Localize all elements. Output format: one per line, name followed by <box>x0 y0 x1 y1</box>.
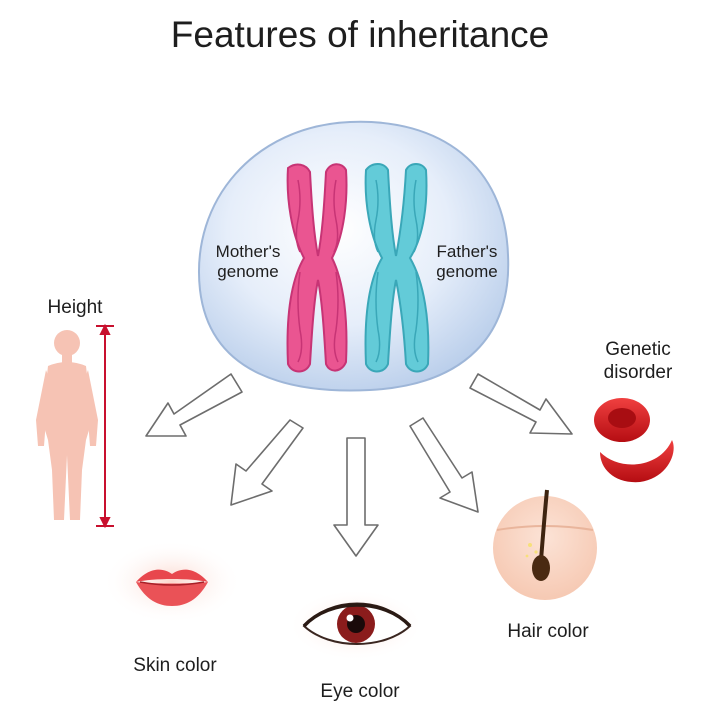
genetic-disorder-label: Genetic disorder <box>603 339 673 383</box>
arrow-to-height <box>145 373 243 437</box>
page-title: Features of inheritance <box>170 14 550 55</box>
arrow-to-eye <box>333 437 379 557</box>
eye-color-label: Eye color <box>320 681 400 702</box>
hair-color-label: Hair color <box>507 621 589 642</box>
mother-genome-label: Mother's genome <box>215 242 281 281</box>
height-measure-line <box>96 323 114 529</box>
skin-color-label: Skin color <box>133 655 217 676</box>
mother-chromosome <box>286 163 348 373</box>
father-chromosome <box>364 163 430 373</box>
height-label: Height <box>47 297 103 318</box>
cell <box>198 120 510 392</box>
eye-icon <box>288 589 424 661</box>
body-silhouette <box>36 330 98 520</box>
father-genome-label: Father's genome <box>436 242 498 281</box>
arrow-to-skin <box>230 419 304 506</box>
blood-cell-icon <box>594 398 674 483</box>
arrow-to-genetic-disorder <box>469 373 573 435</box>
hair-follicle-icon <box>493 489 597 600</box>
arrow-to-hair <box>409 417 479 513</box>
lips-icon <box>102 540 242 624</box>
